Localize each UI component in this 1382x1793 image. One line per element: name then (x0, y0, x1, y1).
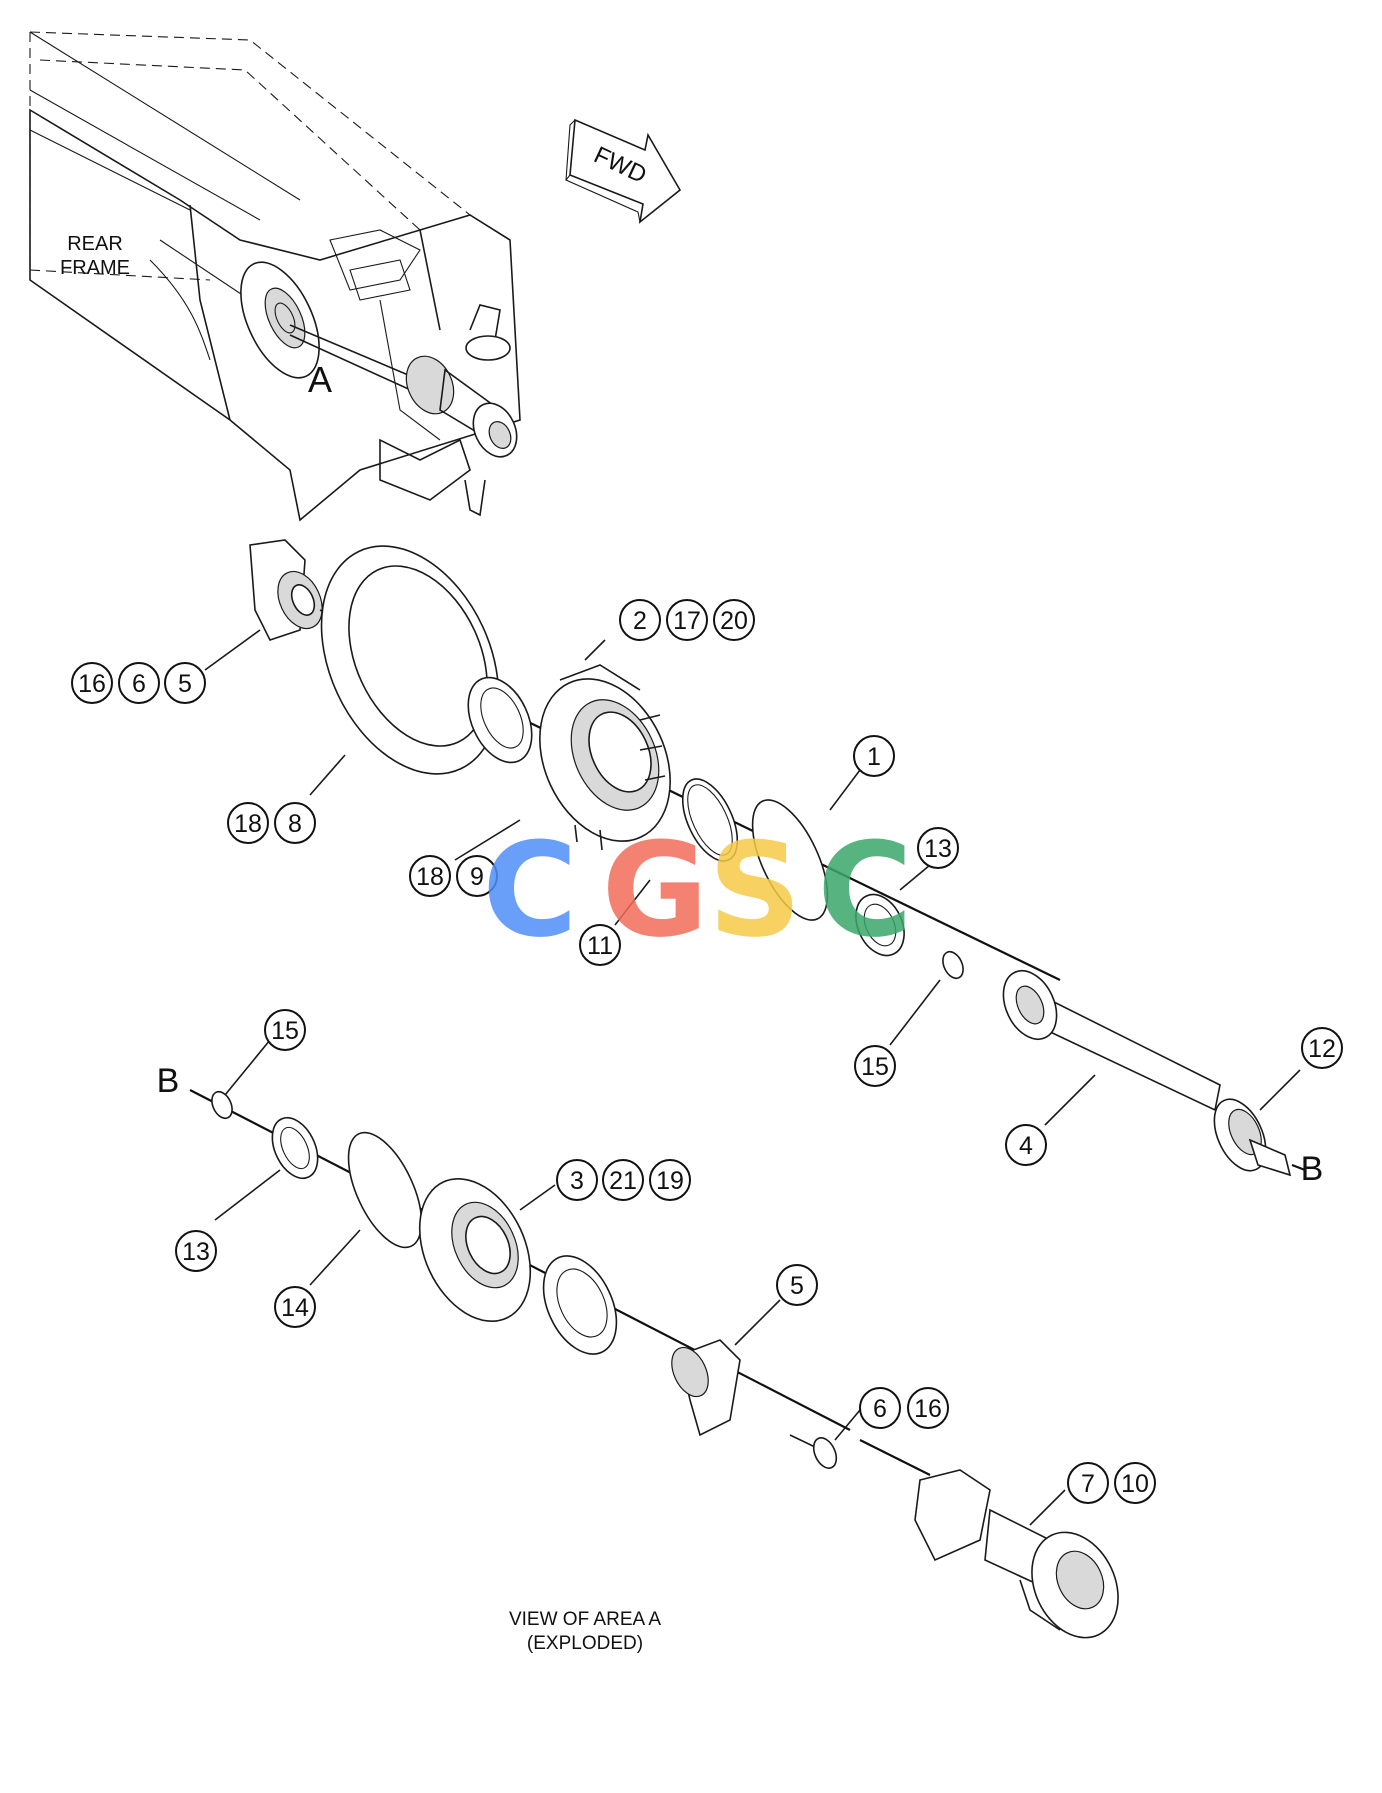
callout-8: 8 (274, 802, 316, 844)
callout-13-upper: 13 (917, 827, 959, 869)
callout-12: 12 (1301, 1027, 1343, 1069)
svg-text:12: 12 (1308, 1035, 1336, 1063)
svg-text:18: 18 (234, 810, 262, 838)
callout-9: 9 (456, 855, 498, 897)
watermark-letter-c1: C (482, 814, 577, 966)
svg-text:20: 20 (720, 607, 748, 635)
callout-21: 21 (602, 1159, 644, 1201)
svg-text:5: 5 (178, 670, 192, 698)
callout-18-upper: 18 (227, 802, 269, 844)
svg-text:13: 13 (924, 835, 952, 863)
callout-15-upper: 15 (854, 1045, 896, 1087)
svg-text:18: 18 (416, 863, 444, 891)
svg-text:15: 15 (271, 1017, 299, 1045)
view-label-line2: (EXPLODED) (527, 1633, 643, 1654)
callout-6-upper: 6 (118, 662, 160, 704)
svg-text:1: 1 (867, 743, 881, 771)
callout-1: 1 (853, 735, 895, 777)
callout-6-lower: 6 (859, 1387, 901, 1429)
svg-text:9: 9 (470, 863, 484, 891)
svg-text:3: 3 (570, 1167, 584, 1195)
cgsc-watermark: C G S C (482, 814, 912, 966)
callout-18-middle: 18 (409, 855, 451, 897)
callout-13-lower: 13 (175, 1230, 217, 1272)
svg-text:5: 5 (790, 1272, 804, 1300)
svg-text:16: 16 (914, 1395, 942, 1423)
svg-text:4: 4 (1019, 1132, 1033, 1160)
rear-frame-drawing (29, 31, 521, 522)
callout-11: 11 (579, 924, 621, 966)
svg-text:14: 14 (281, 1294, 309, 1322)
area-a-label: A (308, 359, 332, 400)
watermark-letter-g: G (602, 814, 709, 966)
svg-text:6: 6 (873, 1395, 887, 1423)
callout-2: 2 (619, 599, 661, 641)
callout-5-upper: 5 (164, 662, 206, 704)
callout-4: 4 (1005, 1124, 1047, 1166)
fwd-arrow-icon (565, 118, 682, 224)
callout-19: 19 (649, 1159, 691, 1201)
svg-text:6: 6 (132, 670, 146, 698)
svg-text:15: 15 (861, 1053, 889, 1081)
callout-3: 3 (556, 1159, 598, 1201)
svg-text:21: 21 (609, 1167, 637, 1195)
svg-text:13: 13 (182, 1238, 210, 1266)
rear-frame-label-line1: REAR (67, 233, 123, 255)
leader-lines (204, 629, 1301, 1526)
rear-frame-label-line2: FRAME (60, 257, 130, 279)
svg-text:7: 7 (1081, 1470, 1095, 1498)
callout-16-upper: 16 (71, 662, 113, 704)
callout-16-lower: 16 (907, 1387, 949, 1429)
svg-text:2: 2 (633, 607, 647, 635)
view-label-line1: VIEW OF AREA A (509, 1609, 661, 1630)
svg-text:11: 11 (587, 932, 613, 960)
callout-10: 10 (1114, 1462, 1156, 1504)
break-b-right-label: B (1301, 1150, 1324, 1188)
svg-text:16: 16 (78, 670, 106, 698)
callout-20: 20 (713, 599, 755, 641)
upper-exploded-assembly (249, 539, 1306, 1177)
watermark-letter-c2: C (817, 814, 912, 966)
svg-text:10: 10 (1121, 1470, 1149, 1498)
callout-15-lower: 15 (264, 1009, 306, 1051)
svg-text:19: 19 (656, 1167, 684, 1195)
callout-7: 7 (1067, 1462, 1109, 1504)
svg-text:8: 8 (288, 810, 302, 838)
callout-5-lower: 5 (776, 1264, 818, 1306)
callout-17: 17 (666, 599, 708, 641)
callout-14: 14 (274, 1286, 316, 1328)
watermark-letter-s: S (708, 814, 802, 966)
break-b-left-label: B (157, 1062, 180, 1100)
lower-exploded-assembly (189, 1089, 1119, 1639)
svg-text:17: 17 (673, 607, 701, 635)
